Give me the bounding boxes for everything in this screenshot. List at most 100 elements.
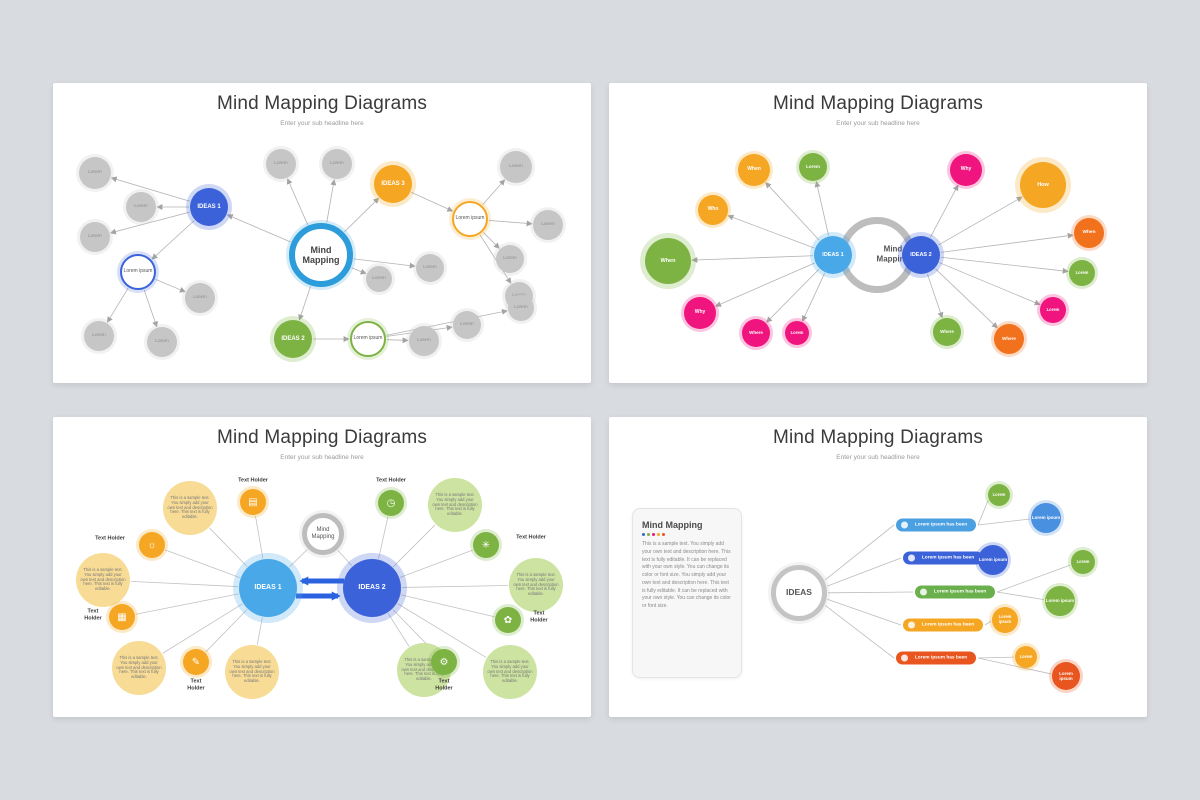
node-label: When <box>660 257 676 264</box>
node-label: Lorem ipsum <box>1045 598 1075 604</box>
slide-title: Mind Mapping Diagrams <box>216 93 428 114</box>
node-label: This is a sample text. You simply add yo… <box>513 571 559 597</box>
node-label: Why <box>960 166 972 173</box>
card-color-dot <box>647 533 650 536</box>
node-n14: Where <box>994 324 1024 354</box>
pill-bullet-icon <box>901 654 908 662</box>
node-b6: This is a sample text. You simply add yo… <box>509 558 563 612</box>
node-i6: ✿ <box>495 607 521 633</box>
node-p1: Lorem Ipsum has been <box>896 518 976 532</box>
node-l1: Text Holder <box>238 477 268 484</box>
node-label: Lorem ipsum <box>1031 515 1061 521</box>
node-ideas: IDEAS <box>771 565 827 621</box>
node-i7: ✎ <box>183 649 209 675</box>
node-b3: This is a sample text. You simply add yo… <box>112 641 166 695</box>
slide-1: Mind Mapping Diagrams Enter your sub hea… <box>53 83 591 383</box>
pill-bullet-icon <box>908 621 915 629</box>
node-label: Why <box>694 309 706 316</box>
node-g17: Lorem <box>508 295 534 321</box>
slide-subtitle: Enter your sub headline here <box>836 120 920 127</box>
node-l4: Text Holder <box>516 534 546 541</box>
node-g11: Lorem <box>496 245 524 273</box>
node-i8: ⚙ <box>431 649 457 675</box>
node-ideas3: IDEAS 3 <box>374 165 412 203</box>
card-color-dot <box>657 533 660 536</box>
slide-title: Mind Mapping Diagrams <box>772 93 984 114</box>
slide-4: Mind Mapping Diagrams Enter your sub hea… <box>609 417 1147 717</box>
node-label: Lorem ipsum <box>123 268 153 275</box>
node-label: IDEAS 1 <box>822 251 844 258</box>
node-i4: ✳ <box>473 532 499 558</box>
mind-map-diagram-4: Mind Mapping This is a sample text. You … <box>609 417 1147 717</box>
node-label: Lorem <box>1075 269 1089 275</box>
node-lo: Lorem ipsum <box>452 201 488 237</box>
node-label: IDEAS 2 <box>358 583 386 591</box>
slide-2: Mind Mapping Diagrams Enter your sub hea… <box>609 83 1147 383</box>
node-n13: Where <box>933 318 961 346</box>
pill-label: Lorem Ipsum has been <box>914 655 968 661</box>
node-i3: ☼ <box>139 532 165 558</box>
node-lg: Lorem ipsum <box>350 321 386 357</box>
node-label: IDEAS 1 <box>254 583 282 591</box>
node-g4: Lorem <box>185 283 215 313</box>
node-l5: Text Holder <box>84 608 102 621</box>
node-i2: ◷ <box>378 490 404 516</box>
node-label: Lorem <box>274 161 288 167</box>
node-p2: Lorem Ipsum has been <box>903 551 983 565</box>
node-c3: Lorem ipsum <box>978 545 1008 575</box>
node-l3: Text Holder <box>95 535 125 542</box>
node-center: Mind Mapping <box>289 223 353 287</box>
card-color-dots <box>642 533 732 536</box>
node-mmlabel: Mind Mapping <box>876 244 910 263</box>
node-g1: Lorem <box>79 157 111 189</box>
node-label: Lorem <box>790 329 804 335</box>
node-label: Where <box>749 330 763 336</box>
node-l7: Text Holder <box>187 678 205 691</box>
node-i5: ▦ <box>109 604 135 630</box>
node-label: Lorem <box>503 256 517 262</box>
node-c2: Lorem ipsum <box>1031 503 1061 533</box>
node-ideas1: IDEAS 1 <box>814 236 852 274</box>
slide-subtitle: Enter your sub headline here <box>280 454 364 461</box>
node-label: Lorem <box>372 276 386 282</box>
node-n6: Where <box>742 319 770 347</box>
node-label: IDEAS <box>786 587 812 598</box>
node-label: This is a sample text. You simply add yo… <box>401 656 447 682</box>
node-g13: Lorem <box>366 266 392 292</box>
pill-label: Lorem Ipsum has been <box>921 555 975 561</box>
node-label: Mind Mapping <box>302 244 340 265</box>
node-n10: When <box>1074 218 1104 248</box>
node-b5: This is a sample text. You simply add yo… <box>428 478 482 532</box>
node-label: Lorem ipsum <box>353 335 383 342</box>
node-g5: Lorem <box>84 321 114 351</box>
node-g9: Lorem <box>500 151 532 183</box>
pill-bullet-icon <box>908 554 915 562</box>
node-label: Lorem <box>806 164 820 170</box>
node-label: Who <box>707 206 719 213</box>
node-ideas2: IDEAS 2 <box>902 236 940 274</box>
node-label: This is a sample text. You simply add yo… <box>80 566 126 592</box>
pill-label: Lorem Ipsum has been <box>914 522 968 528</box>
node-label: Lorem ipsum <box>978 557 1008 563</box>
card-title: Mind Mapping <box>642 520 703 530</box>
node-l6: Text Holder <box>530 610 548 623</box>
node-i1: ▤ <box>240 489 266 515</box>
node-p4: Lorem Ipsum has been <box>903 618 983 632</box>
node-l8: Text Holder <box>435 678 453 691</box>
node-label: Mind Mapping <box>311 527 335 540</box>
node-b1: This is a sample text. You simply add yo… <box>163 481 217 535</box>
node-label: This is a sample text. You simply add yo… <box>167 494 213 520</box>
node-lb: Lorem ipsum <box>120 254 156 290</box>
node-n4: When <box>645 238 691 284</box>
node-mindring: Mind Mapping <box>302 513 344 555</box>
node-label: Lorem <box>155 339 169 345</box>
card-body-text: This is a sample text. You simply add yo… <box>642 541 731 609</box>
node-g16: Lorem <box>453 311 481 339</box>
node-label: IDEAS 2 <box>281 335 305 342</box>
slide-title: Mind Mapping Diagrams <box>772 427 984 448</box>
node-label: Lorem <box>417 338 431 344</box>
node-label: IDEAS 3 <box>381 180 405 187</box>
pill-label: Lorem Ipsum has been <box>933 589 987 595</box>
